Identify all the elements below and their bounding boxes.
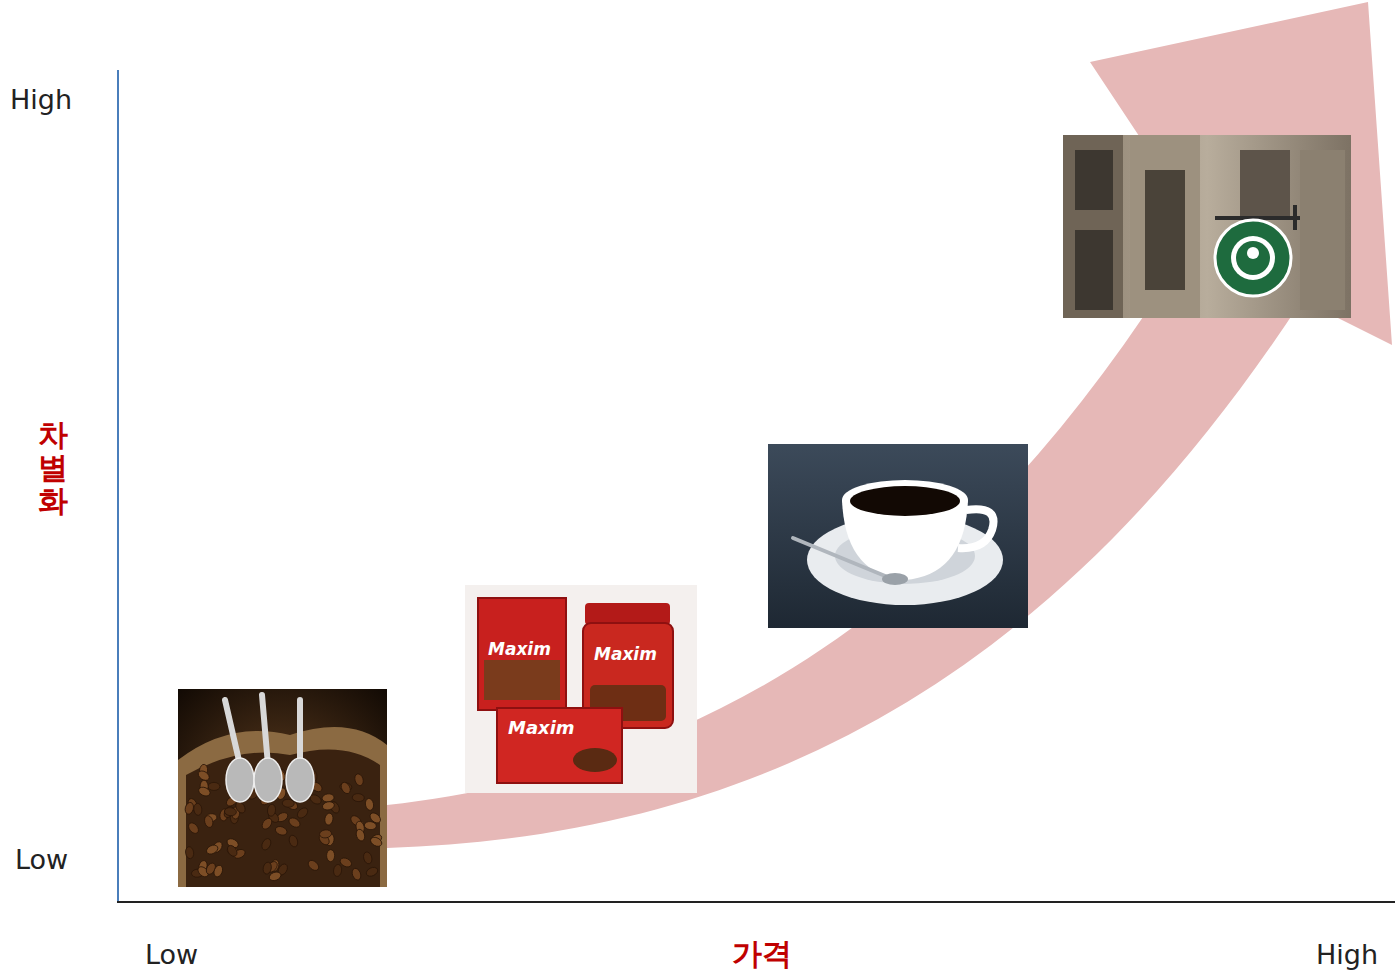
axis-title: 가격 xyxy=(732,937,792,972)
coffee-bean xyxy=(197,785,211,797)
coffee-bean xyxy=(322,793,335,803)
scoop xyxy=(286,700,314,802)
coffee-bean xyxy=(351,867,363,881)
x-axis xyxy=(117,901,1395,903)
coffee-bean xyxy=(364,821,377,830)
coffee-bean xyxy=(260,837,273,851)
coffee-bean xyxy=(288,834,300,848)
coffee-bean xyxy=(260,817,274,831)
coffee-bean xyxy=(355,828,366,842)
brand-mark: Maxim xyxy=(508,718,575,739)
y-axis xyxy=(117,70,119,902)
coffee-bean xyxy=(226,844,239,858)
coffee-bean xyxy=(333,864,343,877)
coffee-bean xyxy=(193,803,202,816)
coffee-bean xyxy=(187,821,201,835)
coffee-bean xyxy=(184,801,195,815)
coffee-bean xyxy=(262,861,272,874)
axis-end-label: High xyxy=(1316,939,1378,970)
coffee-bean xyxy=(267,804,276,817)
coffee-cup-picture xyxy=(768,444,1028,628)
coffee-beans-picture xyxy=(178,689,387,887)
scoop xyxy=(225,700,254,802)
coffee-bean xyxy=(327,850,335,862)
axis-end-label: Low xyxy=(15,844,68,875)
coffee-bean xyxy=(274,825,288,837)
brand-mark: Maxim xyxy=(594,645,657,665)
coffee-bean xyxy=(295,806,309,820)
axis-end-label: High xyxy=(10,84,72,115)
coffee-bean xyxy=(364,798,374,811)
brand-mark: Maxim xyxy=(488,640,551,660)
coffee-bean xyxy=(362,851,373,865)
axis-end-label: Low xyxy=(145,939,198,970)
trend-arrow xyxy=(387,2,1392,848)
coffee-bean xyxy=(306,858,320,872)
coffee-bean xyxy=(203,815,214,829)
coffee-bean xyxy=(282,799,295,808)
coffee-bean xyxy=(365,866,379,878)
coffee-bean xyxy=(352,793,365,802)
scoop xyxy=(254,695,282,802)
axis-title: 차별화 xyxy=(38,418,68,517)
coffee-shop-picture xyxy=(1063,135,1351,318)
coffee-bean xyxy=(322,801,335,811)
coffee-bean xyxy=(339,781,352,795)
coffee-bean xyxy=(319,829,332,838)
coffee-bean xyxy=(208,782,220,790)
coffee-bean xyxy=(369,835,383,848)
coffee-bean xyxy=(324,813,334,826)
coffee-bean xyxy=(353,773,364,787)
instant-coffee-picture xyxy=(465,585,697,793)
coffee-bean xyxy=(224,807,237,816)
coffee-bean xyxy=(205,843,219,856)
coffee-bean xyxy=(212,864,224,878)
coffee-bean xyxy=(185,846,195,859)
